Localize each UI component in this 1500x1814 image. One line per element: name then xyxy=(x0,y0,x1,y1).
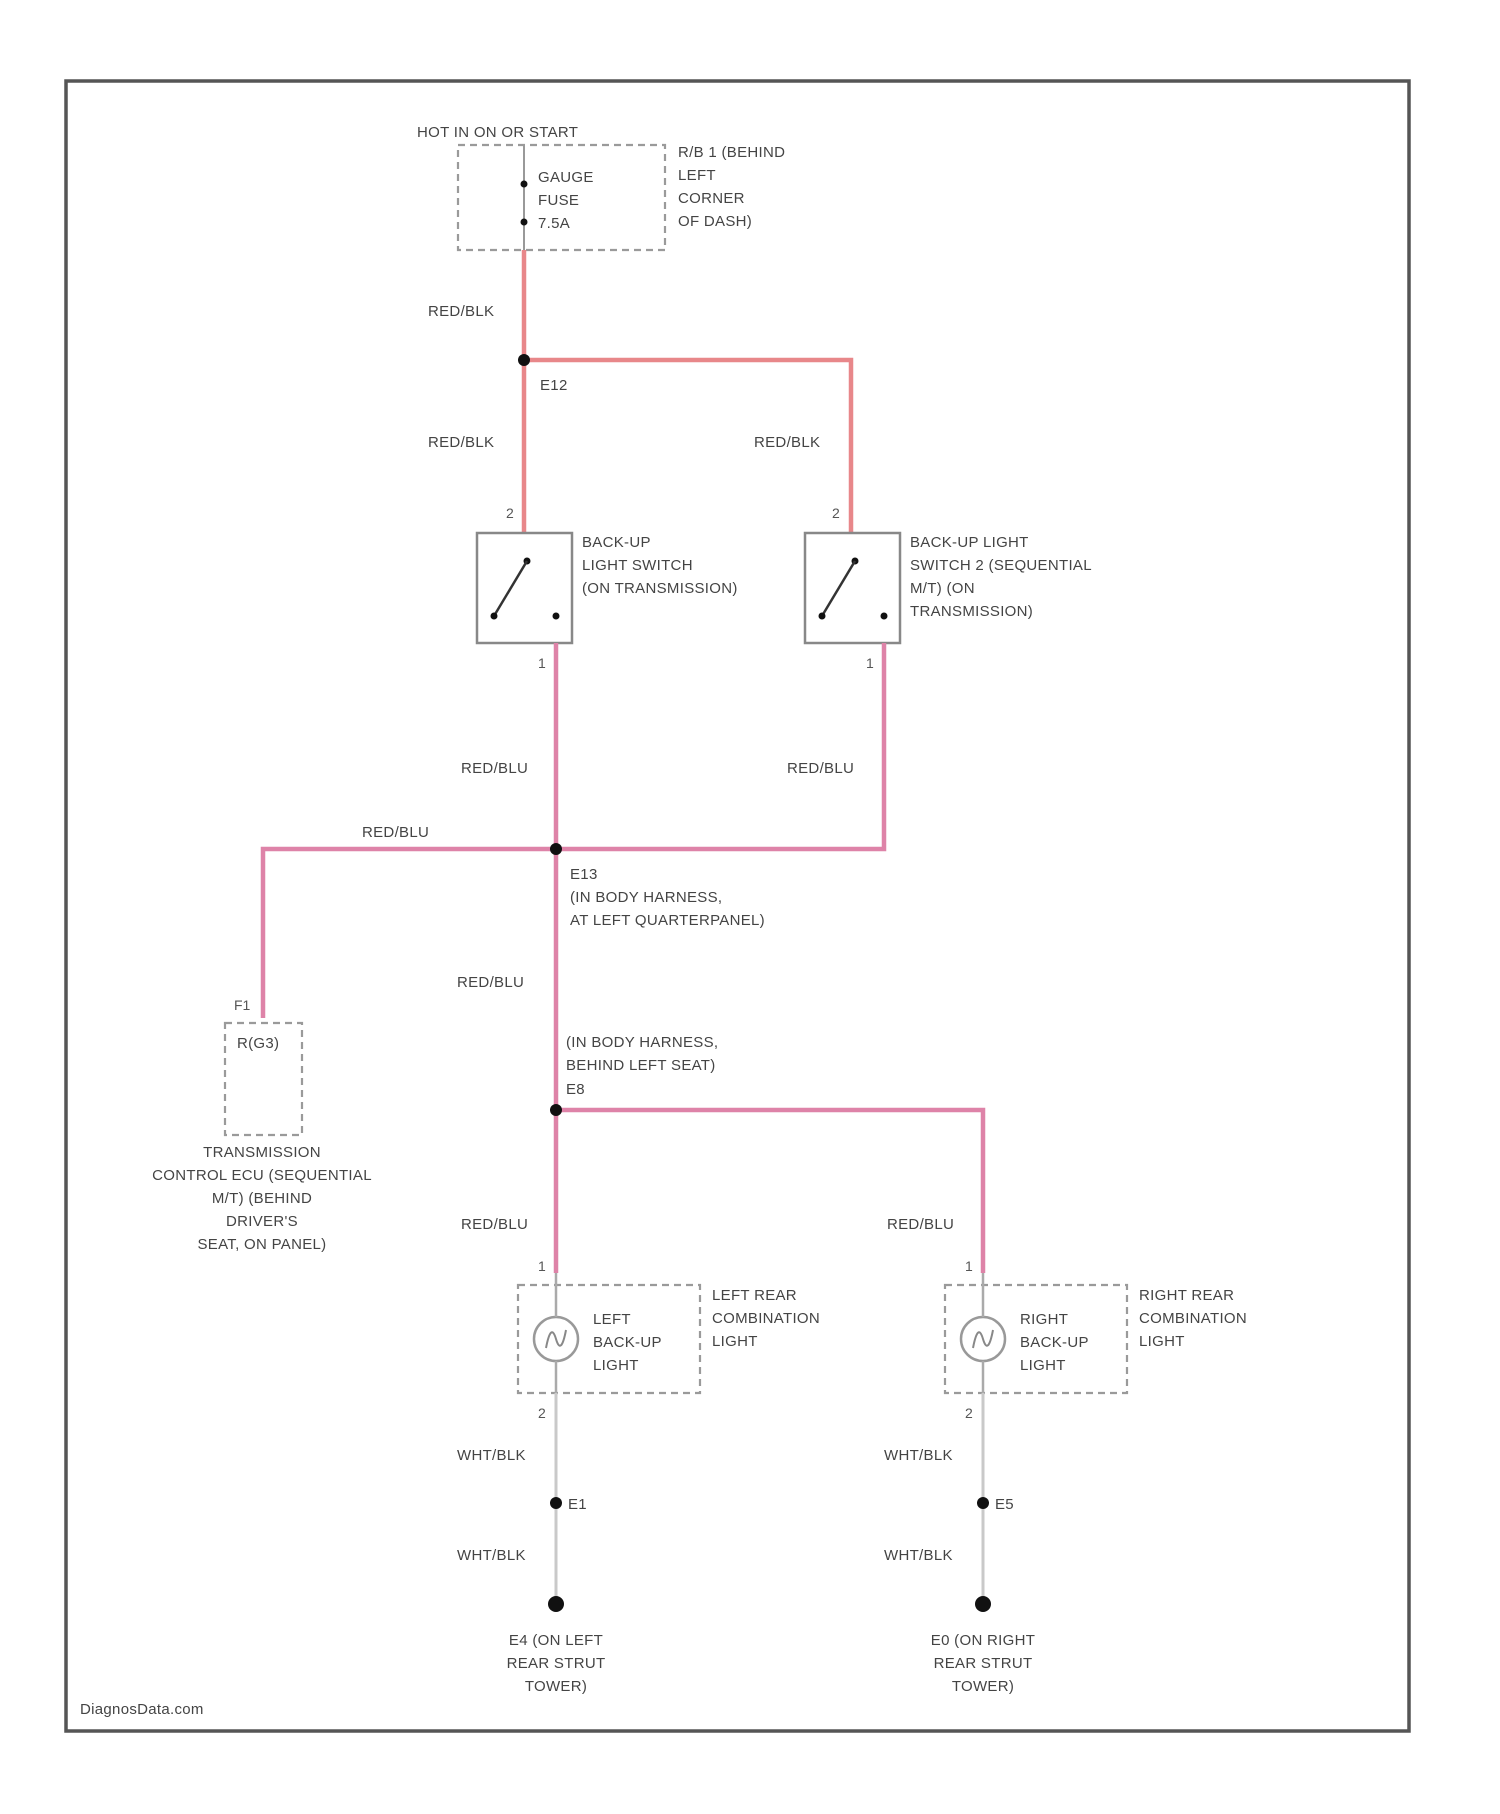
lamp-left-pin-in: 1 xyxy=(538,1258,546,1274)
switch-left-label: BACK-UP xyxy=(582,534,651,551)
wire-color-label: RED/BLU xyxy=(787,760,854,777)
fuse-location-line: R/B 1 (BEHIND xyxy=(678,144,785,161)
switch-contact xyxy=(881,613,888,620)
wire-color-label: WHT/BLK xyxy=(457,1447,526,1464)
switch-contact xyxy=(819,613,826,620)
lamp-left-inner: BACK-UP xyxy=(593,1334,662,1351)
backup-switch-left xyxy=(477,533,572,643)
switch-left-pin-out: 1 xyxy=(538,655,546,671)
wire-color-label: RED/BLU xyxy=(457,974,524,991)
splice-e5-label: E5 xyxy=(995,1496,1014,1513)
ecu-pin: F1 xyxy=(234,997,251,1013)
switch-contact xyxy=(553,613,560,620)
watermark: DiagnosData.com xyxy=(80,1701,204,1718)
ground-right-label: REAR STRUT xyxy=(934,1655,1033,1672)
lamp-left-outer: LEFT REAR xyxy=(712,1287,797,1304)
ground-left-label: TOWER) xyxy=(525,1678,587,1695)
splice-e13-label: (IN BODY HARNESS, xyxy=(570,889,722,906)
lamp-right-inner: BACK-UP xyxy=(1020,1334,1089,1351)
lamp-right-pin-in: 1 xyxy=(965,1258,973,1274)
splice-e1-label: E1 xyxy=(568,1496,587,1513)
ground-left-label: REAR STRUT xyxy=(507,1655,606,1672)
lamp-left-outer: COMBINATION xyxy=(712,1310,820,1327)
wire-color-label: RED/BLK xyxy=(428,303,494,320)
ecu-label: DRIVER'S xyxy=(226,1213,298,1230)
lamp-right-inner: LIGHT xyxy=(1020,1357,1066,1374)
ecu-terminal: R(G3) xyxy=(237,1035,279,1052)
switch-right-label: M/T) (ON xyxy=(910,580,975,597)
switch-right-label: BACK-UP LIGHT xyxy=(910,534,1029,551)
lamp-right-outer: LIGHT xyxy=(1139,1333,1185,1350)
splice-e13-label: AT LEFT QUARTERPANEL) xyxy=(570,912,765,929)
lamp-left-pin-out: 2 xyxy=(538,1405,546,1421)
lamp-right-pin-out: 2 xyxy=(965,1405,973,1421)
switch-left-label: (ON TRANSMISSION) xyxy=(582,580,738,597)
splice-e1 xyxy=(550,1497,562,1509)
ecu-label: TRANSMISSION xyxy=(203,1144,321,1161)
wire-color-label: WHT/BLK xyxy=(457,1547,526,1564)
switch-contact xyxy=(491,613,498,620)
switch-right-pin-out: 1 xyxy=(866,655,874,671)
wire-color-label: WHT/BLK xyxy=(884,1447,953,1464)
splice-e5 xyxy=(977,1497,989,1509)
ecu-label: SEAT, ON PANEL) xyxy=(198,1236,327,1253)
switch-right-pin-in: 2 xyxy=(832,505,840,521)
fuse-terminal xyxy=(521,181,528,188)
wire-red-blu-switch2 xyxy=(556,643,884,849)
ecu-label: M/T) (BEHIND xyxy=(212,1190,312,1207)
splice-e8-label: (IN BODY HARNESS, xyxy=(566,1034,718,1051)
wire-color-label: RED/BLU xyxy=(362,824,429,841)
diagram-frame xyxy=(66,81,1409,1731)
lamp-right-inner: RIGHT xyxy=(1020,1311,1068,1328)
switch-left-pin-in: 2 xyxy=(506,505,514,521)
ground-icon xyxy=(548,1596,564,1612)
switch-left-label: LIGHT SWITCH xyxy=(582,557,693,574)
ecu-label: CONTROL ECU (SEQUENTIAL xyxy=(152,1167,372,1184)
ground-right-label: TOWER) xyxy=(952,1678,1014,1695)
wire-red-blu-ecu xyxy=(263,849,556,1018)
fuse-terminal xyxy=(521,219,528,226)
lamp-left-inner: LEFT xyxy=(593,1311,631,1328)
splice-e13 xyxy=(550,843,562,855)
splice-e13-label: E13 xyxy=(570,866,598,883)
wire-color-label: RED/BLK xyxy=(428,434,494,451)
wire-color-label: WHT/BLK xyxy=(884,1547,953,1564)
splice-e8-label: BEHIND LEFT SEAT) xyxy=(566,1057,716,1074)
lamp-left-inner: LIGHT xyxy=(593,1357,639,1374)
wire-red-blu-right-lamp xyxy=(556,1110,983,1273)
ground-right-label: E0 (ON RIGHT xyxy=(931,1632,1035,1649)
lamp-right-outer: RIGHT REAR xyxy=(1139,1287,1234,1304)
splice-e8-label: E8 xyxy=(566,1081,585,1098)
fuse-line: FUSE xyxy=(538,192,579,209)
lamp-right-outer: COMBINATION xyxy=(1139,1310,1247,1327)
ground-left-label: E4 (ON LEFT xyxy=(509,1632,603,1649)
splice-e8 xyxy=(550,1104,562,1116)
wire-color-label: RED/BLU xyxy=(461,760,528,777)
backup-switch-right xyxy=(805,533,900,643)
switch-right-label: TRANSMISSION) xyxy=(910,603,1033,620)
switch-right-label: SWITCH 2 (SEQUENTIAL xyxy=(910,557,1092,574)
wire-color-label: RED/BLU xyxy=(887,1216,954,1233)
fuse-location-line: LEFT xyxy=(678,167,716,184)
fuse-location-line: CORNER xyxy=(678,190,745,207)
splice-e12 xyxy=(518,354,530,366)
fuse-line: GAUGE xyxy=(538,169,594,186)
splice-e12-label: E12 xyxy=(540,377,568,394)
ground-icon xyxy=(975,1596,991,1612)
wire-color-label: RED/BLU xyxy=(461,1216,528,1233)
fuse-line: 7.5A xyxy=(538,215,570,232)
fuse-location-line: OF DASH) xyxy=(678,213,752,230)
power-label: HOT IN ON OR START xyxy=(417,124,578,141)
wire-color-label: RED/BLK xyxy=(754,434,820,451)
lamp-left-outer: LIGHT xyxy=(712,1333,758,1350)
